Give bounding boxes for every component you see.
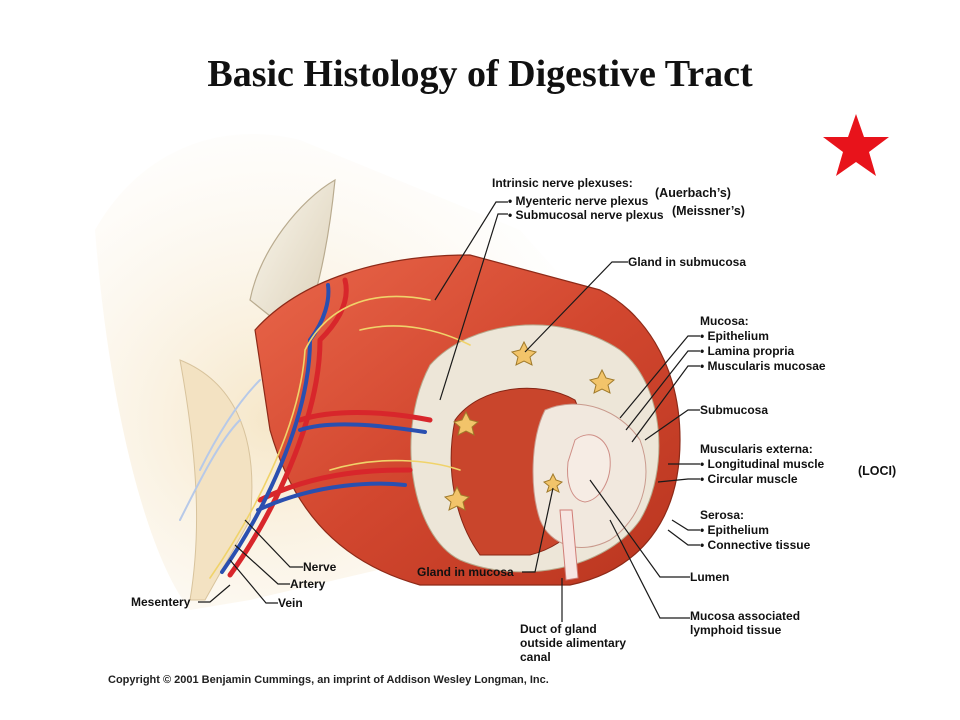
leader-connective	[667, 529, 700, 546]
nerve-fibers-faint	[179, 379, 261, 521]
slide-title: Basic Histology of Digestive Tract	[207, 53, 753, 95]
muscularis-mucosae-label: Muscularis mucosae	[700, 359, 826, 373]
gland-in-submucosa-label: Gland in submucosa	[628, 255, 747, 269]
leader-gland-submucosa	[524, 261, 628, 353]
leader-myenteric	[434, 201, 508, 301]
mucosa-header: Mucosa:	[700, 314, 749, 328]
gland-2	[588, 368, 616, 394]
gland-1	[510, 340, 538, 366]
gland-5	[542, 472, 564, 493]
submucosa-label: Submucosa	[700, 403, 769, 417]
lamina-propria-label: Lamina propria	[700, 344, 795, 358]
nerve-fibers	[209, 295, 471, 579]
meissner-note: (Meissner’s)	[672, 204, 745, 218]
serosa-header: Serosa:	[700, 508, 745, 522]
serosa-epithelium-label: Epithelium	[700, 523, 769, 537]
copyright-notice: Copyright © 2001 Benjamin Cummings, an i…	[108, 674, 549, 686]
submucosal-nerve-plexus-label: Submucosal nerve plexus	[508, 208, 664, 222]
lumen-label: Lumen	[690, 570, 730, 584]
leader-lumen	[589, 479, 690, 578]
leader-malt	[609, 519, 690, 619]
myenteric-nerve-plexus-label: Myenteric nerve plexus	[508, 194, 649, 208]
leader-nerve	[244, 519, 303, 568]
leader-submucosa	[644, 409, 700, 441]
loci-note: (LOCI)	[858, 464, 897, 478]
duct-of-gland-label: Duct of gland outside alimentary canal	[520, 622, 627, 664]
leader-mm	[631, 365, 700, 443]
mesentery-label: Mesentery	[131, 595, 191, 609]
vein-label: Vein	[278, 596, 303, 610]
leader-circ	[657, 478, 700, 483]
artery-label: Artery	[290, 577, 326, 591]
connective-tissue-label: Connective tissue	[700, 538, 811, 552]
longitudinal-muscle-label: Longitudinal muscle	[700, 457, 825, 471]
leader-artery	[234, 544, 290, 585]
leader-gland-mucosa	[522, 487, 554, 573]
muscularis-externa-header: Muscularis externa:	[700, 442, 813, 456]
circular-muscle-label: Circular muscle	[700, 472, 798, 486]
vein-vessels	[220, 283, 427, 574]
leader-mesentery	[198, 584, 231, 603]
malt-label: Mucosa associated lymphoid tissue	[690, 609, 801, 637]
gland-3	[452, 410, 480, 436]
nerve-label: Nerve	[303, 560, 337, 574]
epithelium-label: Epithelium	[700, 329, 769, 343]
gland-in-mucosa-label: Gland in mucosa	[417, 565, 514, 579]
auerbach-note: (Auerbach’s)	[655, 186, 731, 200]
intrinsic-nerve-plexuses-header: Intrinsic nerve plexuses:	[492, 176, 633, 190]
lumen-opening	[567, 434, 611, 503]
star-icon	[823, 114, 889, 176]
leader-vein	[229, 559, 278, 604]
leader-lamina	[625, 350, 700, 431]
duct	[559, 509, 579, 581]
leader-serosa-epi	[671, 519, 700, 531]
leader-epithelium	[619, 335, 700, 419]
leader-submucosal	[439, 213, 508, 401]
gland-4	[443, 485, 471, 511]
